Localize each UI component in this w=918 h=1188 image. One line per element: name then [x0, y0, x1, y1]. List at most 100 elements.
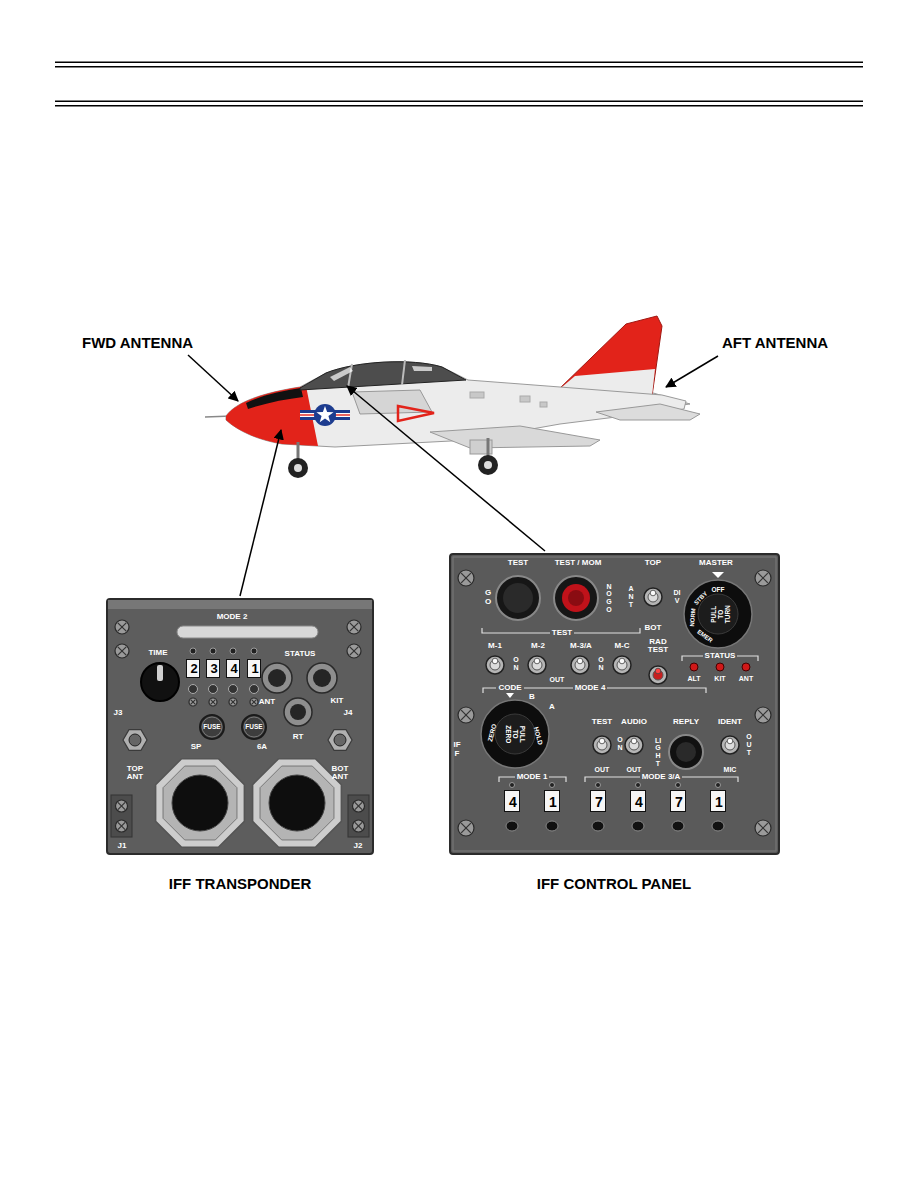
set-dot [716, 783, 721, 788]
screw-slot [118, 802, 125, 809]
panel-label: M-2 [531, 641, 545, 650]
toggle-lever [650, 590, 656, 596]
wheel-hub [484, 461, 492, 469]
panel-label: IDENT [718, 717, 742, 726]
time-knob [141, 663, 179, 701]
panel-label: ON [513, 656, 520, 671]
screw-slot [231, 700, 236, 705]
cable-connector [156, 759, 245, 848]
screw-slot [758, 710, 768, 720]
set-dot [676, 783, 681, 788]
status-indicator [284, 698, 312, 726]
screw [755, 820, 771, 836]
panel-label: TEST [550, 628, 574, 637]
toggle-lever [577, 658, 583, 664]
panel-label: J3 [114, 708, 123, 717]
set-dot [190, 648, 196, 654]
screw [353, 800, 365, 812]
screw-slot [355, 802, 362, 809]
canopy [300, 362, 466, 390]
set-dot [210, 648, 216, 654]
panel-plate [450, 554, 779, 854]
set-button [672, 821, 684, 831]
screw-slot [191, 700, 196, 705]
mount-strip [348, 795, 369, 837]
handle-bar [177, 626, 318, 638]
fuse-ring [244, 717, 264, 737]
screw-slot [461, 823, 471, 833]
fuse-ring [202, 717, 222, 737]
toggle-base [649, 666, 667, 684]
screw-slot [118, 623, 126, 631]
panel-detail [470, 392, 484, 398]
fuse-holder: FUSE [199, 714, 225, 740]
fuse-holder: FUSE [241, 714, 267, 740]
panel-label: B [529, 692, 535, 701]
master-knob: OFFSTBYNORMEMERPULL TO TURN [683, 579, 753, 649]
panel-label: IFF [453, 741, 461, 759]
panel-details [108, 600, 372, 847]
connector-pin [129, 734, 141, 746]
panel-label: BOT ANT [332, 765, 349, 782]
panel-label: RAD TEST [648, 638, 668, 655]
code-digit: 2 [190, 662, 197, 677]
panel-plate [107, 599, 373, 854]
canopy-frame [402, 360, 405, 385]
screw-slot [355, 822, 362, 829]
set-button [250, 685, 259, 694]
panel-label: J2 [354, 841, 363, 850]
screw [458, 820, 474, 836]
panel-label: KIT [714, 675, 725, 683]
code-digit: 7 [675, 794, 683, 810]
code-window: 1 [710, 790, 726, 812]
set-dot [230, 648, 236, 654]
screw [347, 644, 361, 658]
panel-label: TEST / MOM [555, 558, 602, 567]
screw-slot [758, 573, 768, 583]
panel-label: TOP [645, 558, 661, 567]
screw-slot [118, 822, 125, 829]
status-indicator [262, 663, 292, 693]
set-button [229, 685, 238, 694]
panel-label: KIT [331, 696, 344, 705]
toggle-lever [631, 738, 637, 744]
panel-label: M-3/A [570, 641, 592, 650]
toggle-lever [492, 658, 498, 664]
panel-label: OUT [550, 676, 565, 684]
fuse-cap [242, 715, 266, 739]
code-digit: 1 [549, 794, 557, 810]
screw [115, 644, 129, 658]
panel-label: MODE 3/A [640, 772, 683, 781]
screw-slot [461, 823, 471, 833]
knob-center [495, 714, 535, 754]
screw [755, 707, 771, 723]
set-dot [636, 783, 641, 788]
panel-label: TIME [148, 648, 167, 657]
panel-shape [106, 598, 374, 855]
roundel [314, 404, 336, 426]
toggle-base [625, 736, 643, 754]
set-button [209, 685, 218, 694]
toggle-lever [619, 658, 625, 664]
panel-label: DIV [674, 589, 681, 604]
panel-label: LIGHT [655, 737, 662, 768]
knob-body [684, 580, 752, 648]
callout-label: AFT ANTENNA [722, 334, 828, 351]
panel-label: OUT [746, 733, 753, 756]
panel-caption: IFF TRANSPONDER [169, 875, 312, 892]
panel-label: NO GO [606, 583, 613, 614]
panel-label: OUT [595, 766, 610, 774]
code-digit: 3 [210, 662, 217, 677]
panel-label: CODE [496, 683, 523, 692]
panel-label: STATUS [703, 651, 738, 660]
anti-glare-panel [246, 388, 303, 409]
screw-slot [118, 802, 125, 809]
panel-bevel [453, 557, 776, 851]
screw [116, 820, 128, 832]
panel-details [453, 557, 776, 851]
screw [209, 698, 217, 706]
knob-body [481, 700, 549, 768]
screw [458, 707, 474, 723]
fuse-label: FUSE [245, 723, 262, 730]
rule-line [55, 66, 863, 68]
